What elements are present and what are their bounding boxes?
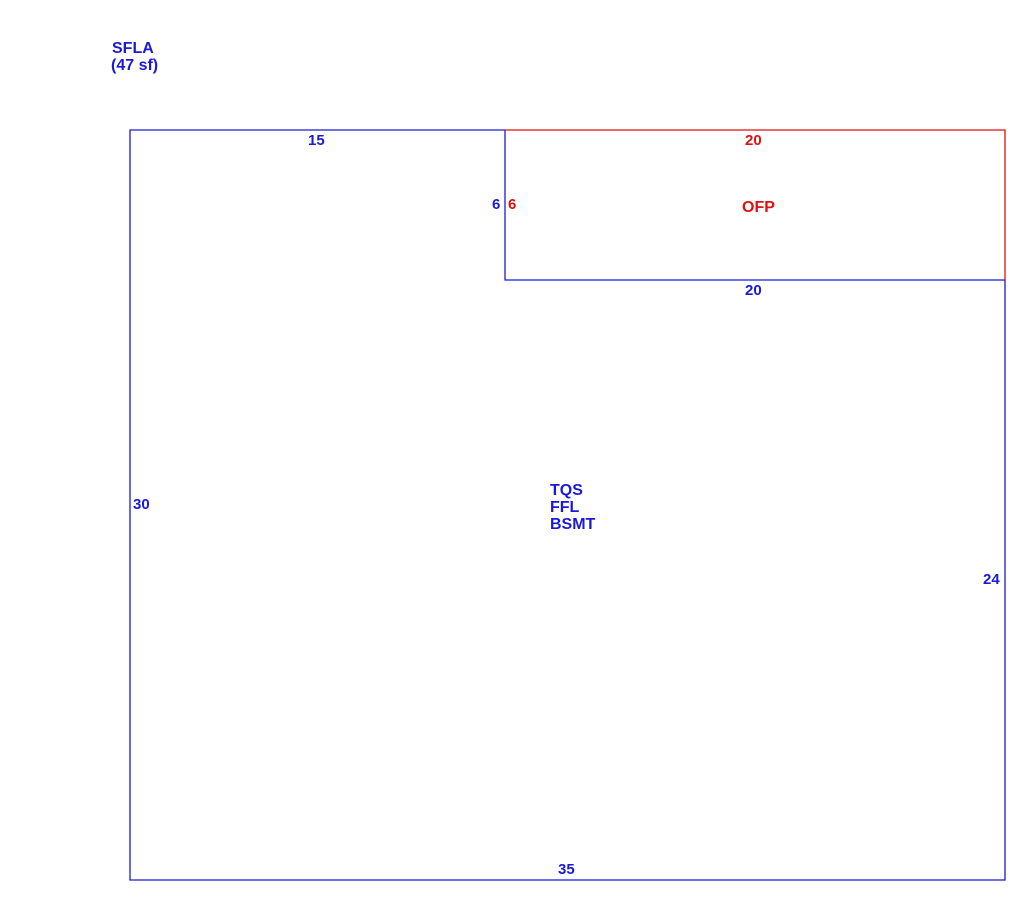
dim-living-left: 30 [133, 496, 150, 513]
living-label-bsmt: BSMT [550, 516, 596, 533]
living-label-ffl: FFL [550, 499, 580, 516]
dim-living-notch-left: 6 [492, 196, 500, 213]
dim-porch-left: 6 [508, 196, 516, 213]
porch-label: OFP [742, 199, 775, 216]
porch-outline [505, 129, 1006, 280]
dim-living-bottom: 35 [558, 861, 575, 878]
dim-living-notch-bottom: 20 [745, 282, 762, 299]
dim-porch-top: 20 [745, 132, 762, 149]
dim-living-top: 15 [308, 132, 325, 149]
summary-title: SFLA [112, 40, 154, 57]
living-label-tqs: TQS [550, 482, 583, 499]
summary-area: (47 sf) [111, 57, 158, 74]
dim-living-right: 24 [983, 571, 1000, 588]
